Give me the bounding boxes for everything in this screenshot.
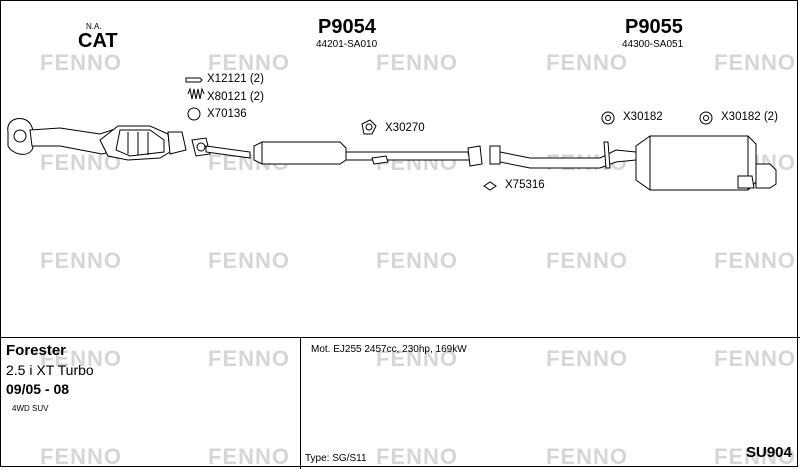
p9055-code: 44300-SA051 bbox=[622, 39, 684, 50]
diagram-code: SU904 bbox=[746, 444, 792, 461]
p9054-title: P9054 bbox=[318, 16, 376, 38]
watermark: FENNO bbox=[208, 444, 290, 469]
vehicle-body: 4WD SUV bbox=[12, 404, 49, 413]
centre-pipe bbox=[205, 145, 251, 159]
part-label-x12121: X12121 (2) bbox=[207, 73, 264, 85]
part-label-x30182-2: X30182 (2) bbox=[721, 111, 778, 123]
watermark: FENNO bbox=[714, 444, 796, 469]
watermark: FENNO bbox=[40, 444, 122, 469]
part-label-x30270: X30270 bbox=[385, 122, 425, 134]
watermark: FENNO bbox=[40, 248, 122, 273]
watermark: FENNO bbox=[714, 248, 796, 273]
watermark: FENNO bbox=[714, 346, 796, 371]
part-label-x30182: X30182 bbox=[623, 111, 663, 123]
exhaust-system-drawing bbox=[7, 77, 777, 191]
watermark: FENNO bbox=[40, 50, 122, 75]
watermark: FENNO bbox=[376, 50, 458, 75]
motor-spec: Mot. EJ255 2457cc, 230hp, 169kW bbox=[311, 344, 467, 355]
watermark: FENNO bbox=[208, 346, 290, 371]
watermark: FENNO bbox=[546, 346, 628, 371]
watermark: FENNO bbox=[376, 248, 458, 273]
gasket-x75316 bbox=[483, 181, 497, 191]
cat-top-label: N.A. bbox=[86, 22, 102, 31]
part-label-x75316: X75316 bbox=[505, 179, 545, 191]
vehicle-years: 09/05 - 08 bbox=[6, 381, 70, 397]
watermark: FENNO bbox=[208, 248, 290, 273]
vehicle-model: Forester bbox=[6, 342, 67, 359]
p9055-title: P9055 bbox=[625, 16, 683, 38]
watermark: FENNO bbox=[376, 444, 458, 469]
spring-shape bbox=[187, 87, 205, 100]
vehicle-engine-variant: 2.5 i XT Turbo bbox=[6, 362, 94, 378]
ring-shape bbox=[187, 107, 201, 121]
watermark: FENNO bbox=[714, 50, 796, 75]
p9054-code: 44201-SA010 bbox=[316, 39, 378, 50]
watermark: FENNO bbox=[208, 50, 290, 75]
watermark: FENNO bbox=[546, 444, 628, 469]
table-divider-vertical bbox=[300, 337, 301, 469]
watermark: FENNO bbox=[376, 346, 458, 371]
vehicle-type: Type: SG/S11 bbox=[305, 453, 367, 464]
cat-title: CAT bbox=[78, 30, 118, 52]
bolt-shape bbox=[185, 77, 203, 83]
part-label-x70136: X70136 bbox=[207, 108, 247, 120]
watermark: FENNO bbox=[546, 248, 628, 273]
table-divider-horizontal bbox=[0, 337, 800, 338]
watermark: FENNO bbox=[40, 346, 122, 371]
part-label-x80121: X80121 (2) bbox=[207, 91, 264, 103]
watermark: FENNO bbox=[546, 50, 628, 75]
